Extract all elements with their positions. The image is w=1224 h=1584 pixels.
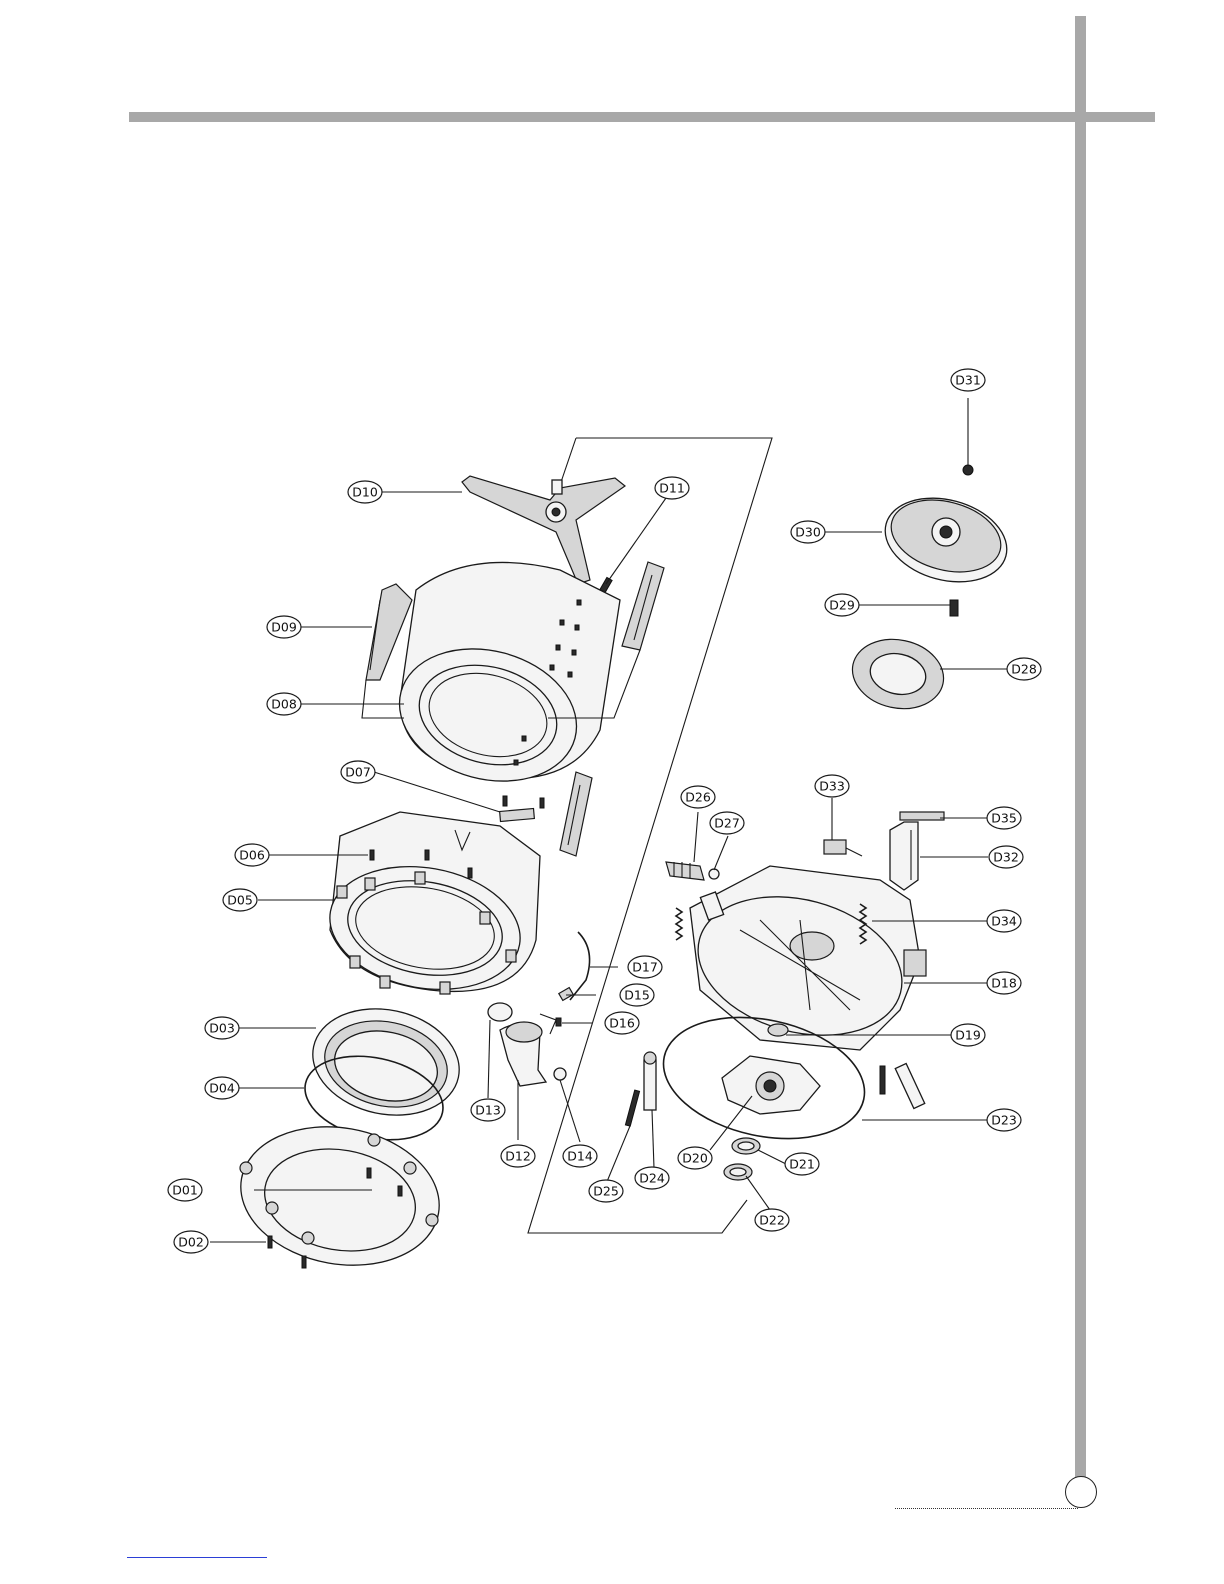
label-text: D02 [178,1235,204,1250]
label-text: D09 [271,620,297,635]
part-label-d33: D33 [815,775,849,797]
label-text: D34 [991,914,1017,929]
tub-spring-left [676,908,682,940]
label-text: D27 [714,816,740,831]
inlet-bellows [666,862,719,880]
part-label-d05: D05 [223,889,257,911]
heater-element [890,812,944,890]
label-text: D26 [685,790,711,805]
part-label-d24: D24 [635,1167,669,1189]
part-label-d28: D28 [1007,658,1041,680]
front-ring [230,1112,451,1281]
part-label-d14: D14 [563,1145,597,1167]
label-text: D33 [819,779,845,794]
part-label-d04: D04 [205,1077,239,1099]
part-label-d01: D01 [168,1179,202,1201]
oil-seal [732,1138,760,1154]
label-text: D19 [955,1028,981,1043]
label-text: D14 [567,1149,593,1164]
rear-hub [722,1056,820,1114]
stator-bolt [950,600,958,616]
label-text: D03 [209,1021,235,1036]
label-text: D24 [639,1171,665,1186]
part-label-d35: D35 [987,807,1021,829]
rear-tub [682,866,926,1057]
part-label-d27: D27 [710,812,744,834]
part-label-d11: D11 [655,477,689,499]
label-text: D30 [795,525,821,540]
part-label-d06: D06 [235,844,269,866]
label-text: D20 [682,1151,708,1166]
label-text: D07 [345,765,371,780]
part-label-d25: D25 [589,1180,623,1202]
label-text: D15 [624,988,650,1003]
rotor-bolt [963,465,973,475]
part-label-d22: D22 [755,1209,789,1231]
label-text: D28 [1011,662,1037,677]
lifter-right [622,562,664,650]
part-label-d16: D16 [605,1012,639,1034]
part-label-d03: D03 [205,1017,239,1039]
label-text: D16 [609,1016,635,1031]
label-text: D12 [505,1149,531,1164]
part-label-d23: D23 [987,1109,1021,1131]
label-text: D11 [659,481,685,496]
label-text: D18 [991,976,1017,991]
label-text: D10 [352,485,378,500]
part-label-d26: D26 [681,786,715,808]
motor-stator [846,631,950,717]
label-text: D35 [991,811,1017,826]
label-text: D08 [271,697,297,712]
label-text: D01 [172,1183,198,1198]
part-label-d17: D17 [628,956,662,978]
part-label-d12: D12 [501,1145,535,1167]
label-text: D21 [789,1157,815,1172]
drum-bracket [500,796,544,821]
part-label-d18: D18 [987,972,1021,994]
label-text: D06 [239,848,265,863]
part-label-d08: D08 [267,693,301,715]
lifter-bottom [560,772,592,856]
part-label-d21: D21 [785,1153,819,1175]
part-label-d07: D07 [341,761,375,783]
label-text: D17 [632,960,658,975]
part-label-d34: D34 [987,910,1021,932]
tub-hose [570,932,590,1000]
part-label-d32: D32 [989,846,1023,868]
label-text: D29 [829,598,855,613]
label-text: D23 [991,1113,1017,1128]
part-label-d09: D09 [267,616,301,638]
front-tub [320,812,540,1004]
part-label-d20: D20 [678,1147,712,1169]
label-text: D32 [993,850,1019,865]
label-text: D05 [227,893,253,908]
part-label-d19: D19 [951,1024,985,1046]
thermistor-block [824,840,862,856]
motor-rotor [876,485,1016,594]
label-text: D13 [475,1103,501,1118]
label-text: D31 [955,373,981,388]
part-label-d15: D15 [620,984,654,1006]
rear-damper [880,1064,925,1109]
part-label-d02: D02 [174,1231,208,1253]
part-label-d29: D29 [825,594,859,616]
damper-pin [625,1090,639,1126]
part-label-d30: D30 [791,521,825,543]
label-text: D22 [759,1213,785,1228]
hose-connector [556,988,573,1026]
drum [385,562,620,800]
part-label-d31: D31 [951,369,985,391]
tub-bearing [768,1024,788,1036]
part-label-d13: D13 [471,1099,505,1121]
label-text: D25 [593,1184,619,1199]
part-label-d10: D10 [348,481,382,503]
drain-bellows [488,1003,566,1086]
damper [644,1052,656,1110]
label-text: D04 [209,1081,235,1096]
